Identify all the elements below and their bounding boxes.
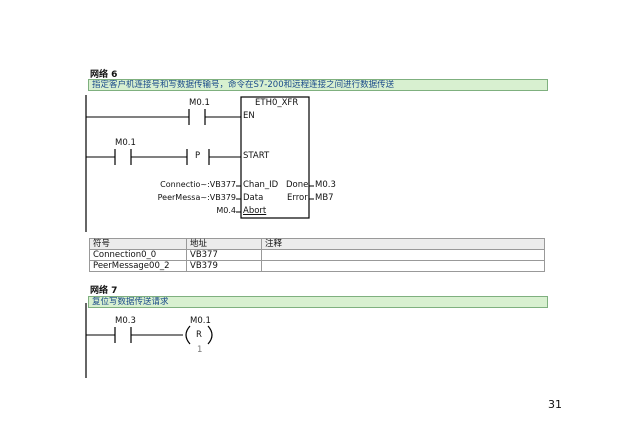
header-symbol: 符号 [89, 238, 187, 250]
operand-abort[interactable]: M0.4 [216, 206, 236, 215]
address-cell[interactable]: VB379 [186, 260, 262, 272]
block-title[interactable]: ETH0_XFR [255, 98, 299, 108]
comment-cell[interactable] [261, 249, 545, 261]
header-address: 地址 [186, 238, 262, 250]
address-cell[interactable]: VB377 [186, 249, 262, 261]
pin-abort: Abort [243, 206, 267, 216]
network-6-title: 网络 6 [90, 70, 118, 80]
network-7-comment[interactable]: 复位写数据传送请求 [88, 296, 548, 308]
rung1-contact-address[interactable]: M0.1 [189, 98, 210, 108]
operand-error[interactable]: MB7 [315, 193, 334, 203]
operand-chan-id[interactable]: Connectio~:VB377 [160, 180, 236, 189]
pin-chan-id: Chan_ID [243, 180, 279, 190]
pin-start: START [243, 151, 270, 161]
page-number: 31 [548, 398, 562, 411]
operand-done[interactable]: M0.3 [315, 180, 336, 190]
pin-data: Data [243, 193, 264, 203]
pin-error: Error [287, 193, 308, 203]
rung2-contact-address[interactable]: M0.1 [115, 138, 136, 148]
pin-en: EN [243, 111, 255, 121]
n7-coil-type: R [196, 330, 202, 340]
symbol-cell[interactable]: Connection0_0 [89, 249, 187, 261]
symbol-table: 符号 地址 注释 Connection0_0 VB377 PeerMessage… [89, 238, 545, 272]
n7-coil-count[interactable]: 1 [197, 345, 203, 355]
n7-contact-address[interactable]: M0.3 [115, 316, 136, 326]
symbol-cell[interactable]: PeerMessage00_2 [89, 260, 187, 272]
pin-done: Done [286, 180, 309, 190]
operand-data[interactable]: PeerMessa~:VB379 [157, 193, 236, 202]
network-7-title: 网络 7 [90, 286, 118, 296]
symbol-table-header: 符号 地址 注释 [89, 238, 545, 250]
table-row[interactable]: PeerMessage00_2 VB379 [89, 260, 545, 272]
comment-cell[interactable] [261, 260, 545, 272]
network-6-comment[interactable]: 指定客户机连接号和写数据传输号，命令在S7-200和远程连接之间进行数据传送 [88, 79, 548, 91]
table-row[interactable]: Connection0_0 VB377 [89, 249, 545, 261]
positive-edge-label: P [195, 151, 201, 161]
header-comment: 注释 [261, 238, 545, 250]
n7-coil-address[interactable]: M0.1 [190, 316, 211, 326]
